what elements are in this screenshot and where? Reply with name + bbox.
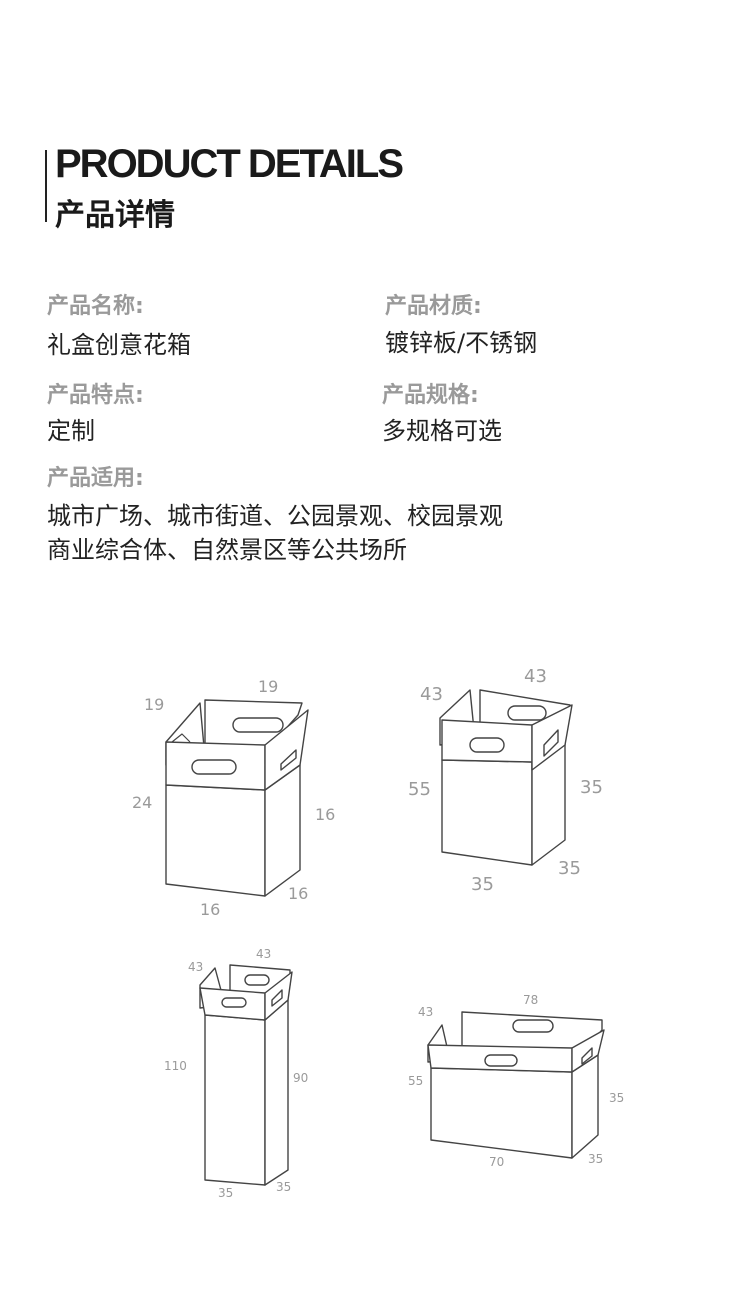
product-usage-line-2: 商业综合体、自然景区等公共场所: [47, 536, 407, 564]
box1-height-right-dim: 16: [315, 805, 335, 824]
product-name-label: 产品名称:: [47, 294, 144, 319]
box1-bottom-side-dim: 16: [288, 884, 308, 903]
header-accent-bar: [45, 150, 47, 222]
product-usage-line-1: 城市广场、城市街道、公园景观、校园景观: [47, 502, 503, 530]
box-diagram-1: 19 19 24 16 16 16: [132, 677, 335, 919]
page-title-english: PRODUCT DETAILS: [55, 142, 404, 186]
box4-bottom-side-dim: 35: [588, 1152, 603, 1166]
box2-bottom-front-dim: 35: [471, 874, 494, 895]
box4-height-right-dim: 35: [609, 1091, 624, 1105]
box2-top-right-dim: 43: [524, 666, 547, 687]
product-feature-label: 产品特点:: [47, 383, 144, 408]
box1-height-left-dim: 24: [132, 793, 152, 812]
box-diagram-2: 43 43 55 35 35 35: [408, 666, 603, 895]
product-size-value: 多规格可选: [382, 417, 502, 445]
box3-top-left-dim: 43: [188, 960, 203, 974]
box2-bottom-side-dim: 35: [558, 858, 581, 879]
box1-top-left-dim: 19: [144, 695, 164, 714]
box4-height-left-dim: 55: [408, 1074, 423, 1088]
box3-top-right-dim: 43: [256, 947, 271, 961]
box-diagram-4: 43 78 55 35 70 35: [408, 993, 624, 1169]
box3-bottom-front-dim: 35: [218, 1186, 233, 1200]
box4-top-left-dim: 43: [418, 1005, 433, 1019]
product-name-value: 礼盒创意花箱: [47, 331, 191, 359]
box-diagram-3: 43 43 110 90 35 35: [164, 947, 308, 1200]
box2-top-left-dim: 43: [420, 684, 443, 705]
box4-top-right-dim: 78: [523, 993, 538, 1007]
box2-height-right-dim: 35: [580, 777, 603, 798]
product-usage-label: 产品适用:: [47, 466, 144, 491]
box1-top-right-dim: 19: [258, 677, 278, 696]
product-material-value: 镀锌板/不锈钢: [385, 329, 538, 357]
box3-height-right-dim: 90: [293, 1071, 308, 1085]
product-material-label: 产品材质:: [385, 294, 482, 319]
box4-bottom-front-dim: 70: [489, 1155, 504, 1169]
product-feature-value: 定制: [47, 417, 95, 445]
box1-bottom-front-dim: 16: [200, 900, 220, 919]
box3-bottom-side-dim: 35: [276, 1180, 291, 1194]
product-size-label: 产品规格:: [382, 383, 479, 408]
page-title-chinese: 产品详情: [55, 198, 175, 233]
box3-height-left-dim: 110: [164, 1059, 187, 1073]
box2-height-left-dim: 55: [408, 779, 431, 800]
